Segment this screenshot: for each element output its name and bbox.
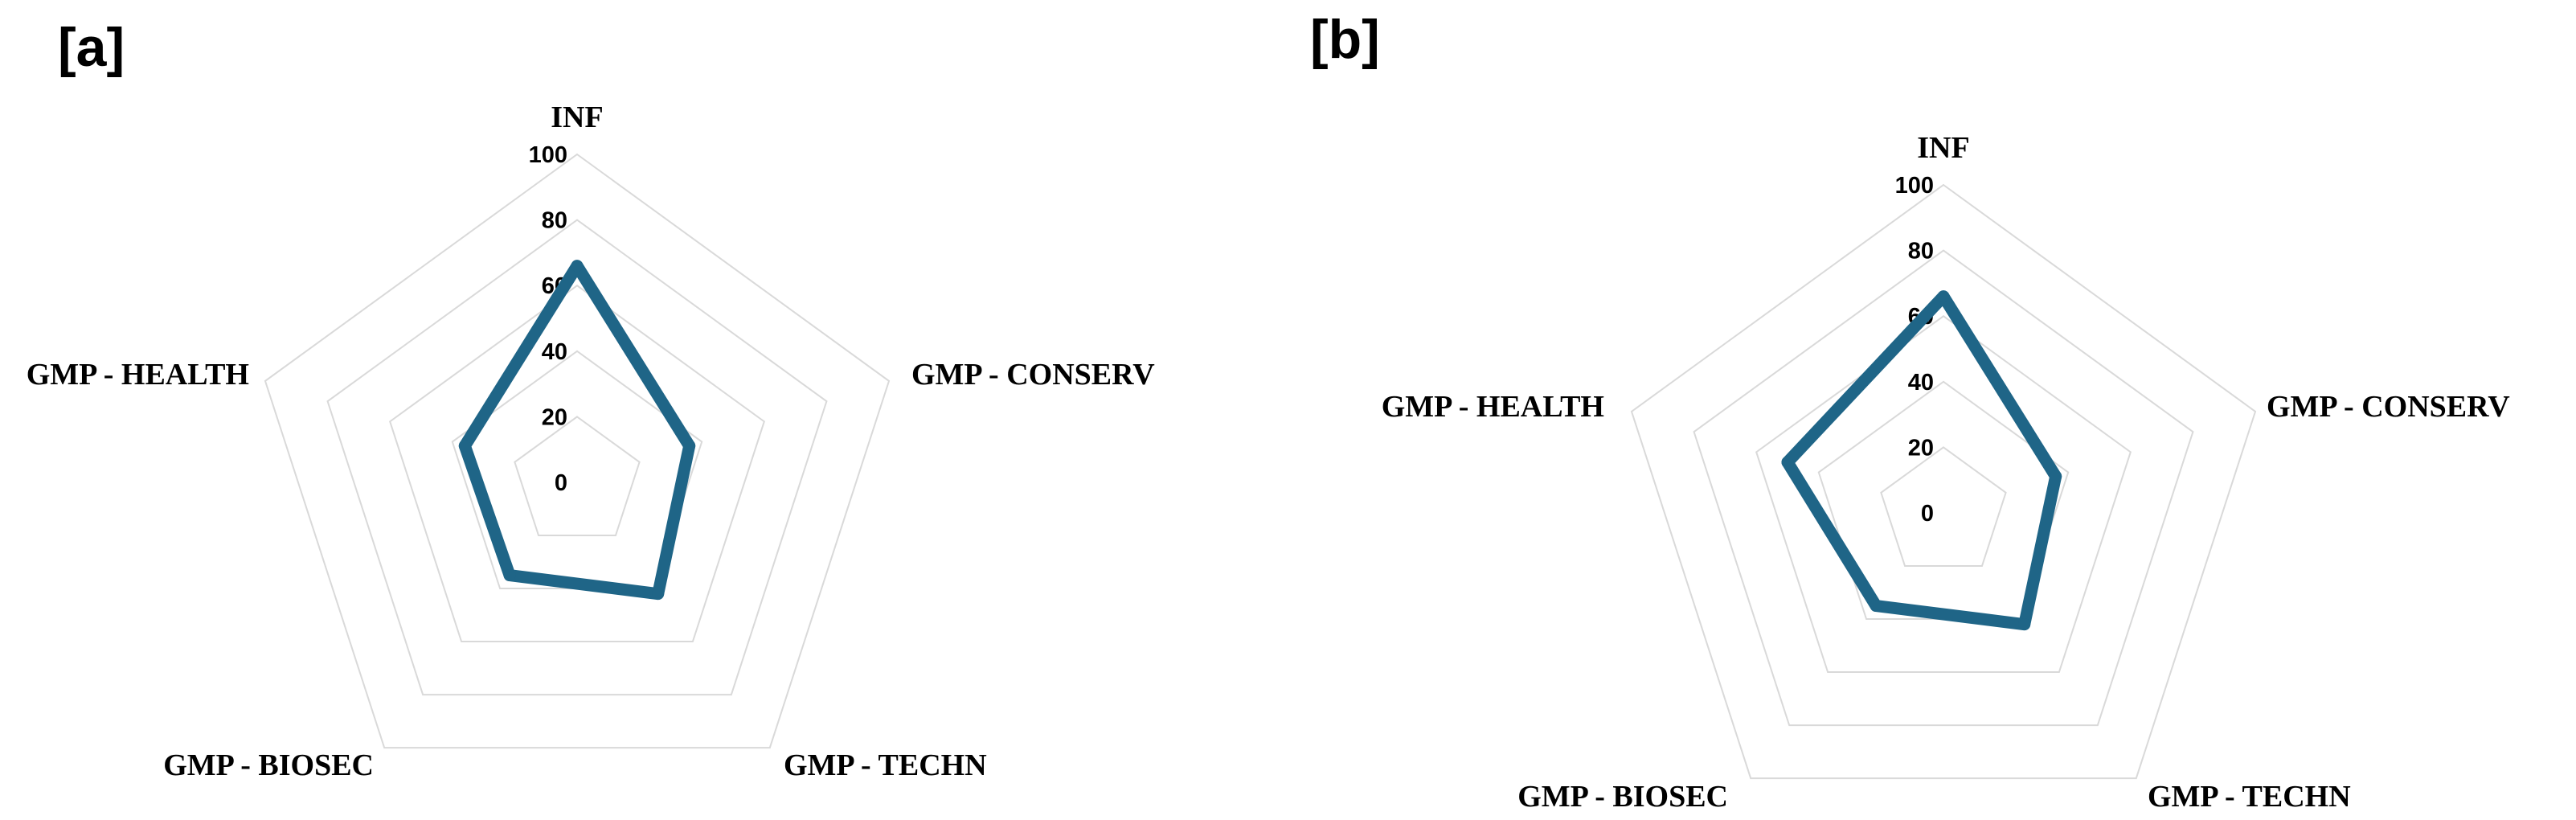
series-line-1 [1781, 290, 2062, 631]
tick-label-0: 0 [555, 470, 567, 496]
tick-label-20: 20 [542, 404, 567, 430]
axis-label-gmp-biosec: GMP - BIOSEC [163, 748, 374, 782]
grid-ring-3 [389, 284, 765, 643]
data-point-inf [1937, 290, 1950, 303]
tick-label-0: 0 [1921, 501, 1934, 527]
data-point-gmp-health [1781, 456, 1794, 469]
axis-label-gmp-conserv: GMP - CONSERV [2267, 390, 2510, 424]
data-point-inf [571, 260, 584, 273]
tick-label-100: 100 [529, 142, 567, 168]
data-point-gmp-techn [2018, 618, 2031, 631]
panel-label-b: [b] [1310, 9, 1380, 70]
axis-label-inf: INF [1917, 131, 1969, 165]
data-point-gmp-conserv [683, 440, 696, 453]
data-point-gmp-biosec [503, 569, 516, 582]
grid-ring-1 [1880, 446, 2007, 568]
grid-ring-4 [1693, 249, 2194, 727]
axis-label-gmp-techn: GMP - TECHN [784, 748, 987, 782]
series-line-1 [458, 260, 696, 601]
tick-label-40: 40 [1908, 370, 1934, 396]
data-point-gmp-conserv [2050, 470, 2062, 483]
grid-ring-5 [264, 153, 891, 749]
grid-ring-4 [326, 219, 828, 696]
panel-label-a: [a] [58, 17, 125, 78]
grid-ring-3 [1755, 314, 2132, 674]
data-point-gmp-health [458, 440, 471, 453]
axis-label-gmp-conserv: GMP - CONSERV [911, 358, 1155, 392]
axis-label-gmp-health: GMP - HEALTH [1382, 390, 1604, 424]
axis-label-inf: INF [551, 100, 603, 134]
tick-label-80: 80 [1908, 239, 1934, 264]
tick-label-80: 80 [542, 208, 567, 234]
axis-label-gmp-health: GMP - HEALTH [27, 358, 249, 392]
tick-label-100: 100 [1895, 173, 1934, 199]
axis-label-gmp-techn: GMP - TECHN [2148, 780, 2351, 814]
tick-label-20: 20 [1908, 435, 1934, 461]
grid-ring-1 [514, 416, 641, 537]
grid-ring-5 [1630, 183, 2257, 780]
data-point-gmp-techn [652, 588, 665, 601]
tick-label-40: 40 [542, 339, 567, 365]
axis-label-gmp-biosec: GMP - BIOSEC [1517, 780, 1728, 814]
data-point-gmp-biosec [1870, 600, 1882, 613]
